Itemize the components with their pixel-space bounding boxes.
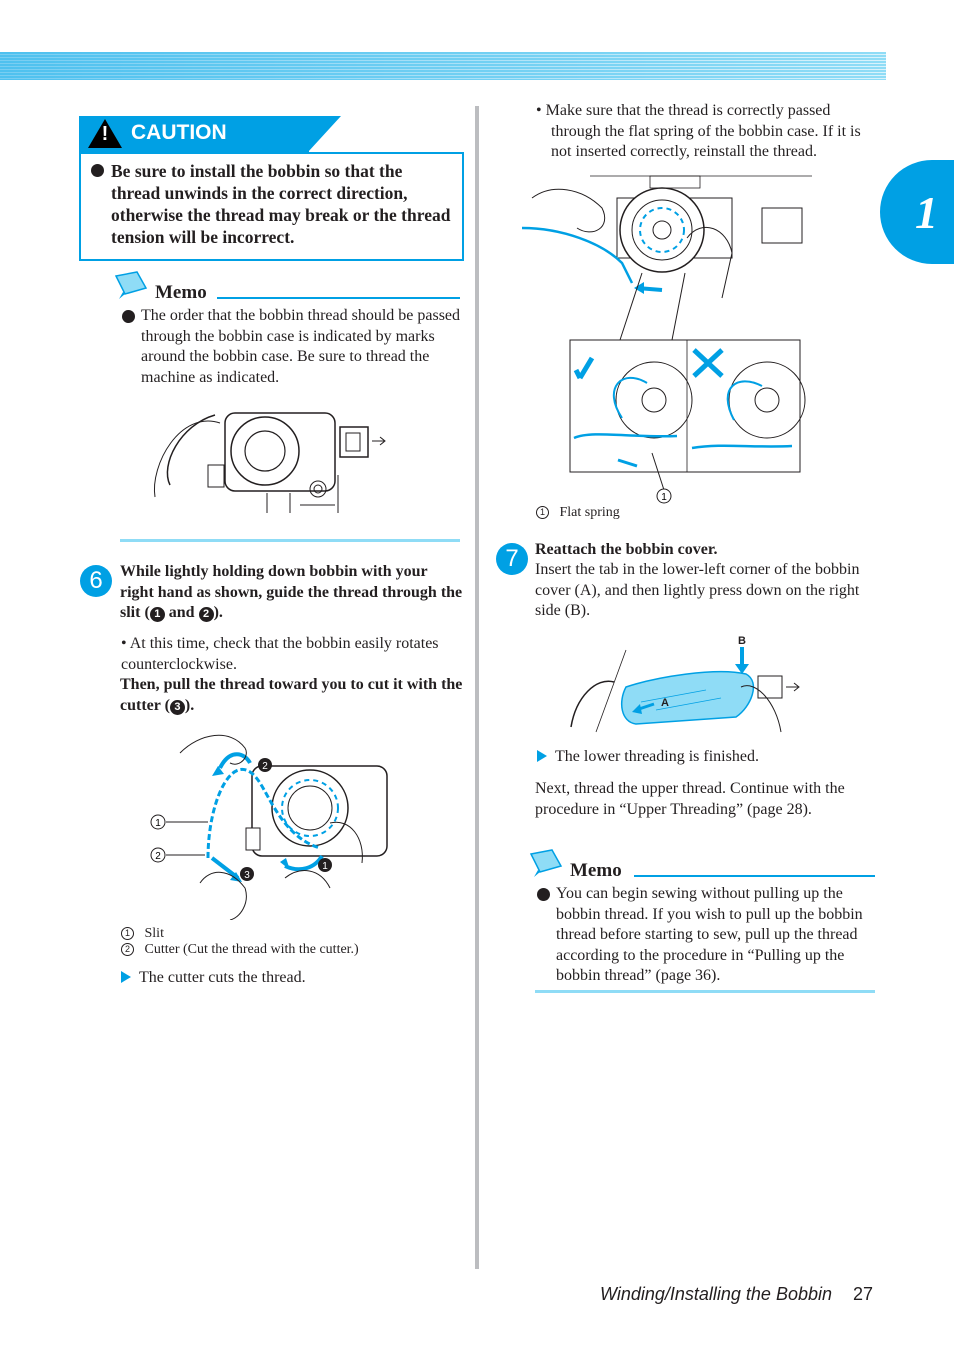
figure-label: 1 bbox=[322, 861, 328, 872]
step-instruction: While lightly holding down bobbin with y… bbox=[120, 563, 463, 622]
next-step-text: Next, thread the upper thread. Continue … bbox=[535, 780, 845, 818]
page-number: 27 bbox=[853, 1284, 874, 1304]
step-number: 6 bbox=[80, 565, 112, 597]
step-number: 7 bbox=[496, 543, 528, 575]
step-result: The cutter cuts the thread. bbox=[121, 968, 306, 989]
figure-label-b: B bbox=[738, 635, 746, 647]
caution-text: Be sure to install the bobbin so that th… bbox=[111, 161, 451, 247]
memo-icon bbox=[529, 849, 563, 877]
thread-guide-figure: 1 2 2 1 3 bbox=[150, 734, 388, 920]
memo-rule bbox=[634, 875, 875, 877]
cross-mark-icon bbox=[692, 348, 724, 378]
caution-header: ! CAUTION bbox=[79, 116, 341, 152]
flat-spring-note: • Make sure that the thread is correctly… bbox=[536, 102, 861, 160]
memo-icon bbox=[114, 271, 148, 299]
figure-label: 1 bbox=[661, 492, 667, 503]
caution-box bbox=[79, 152, 464, 261]
bullet-icon bbox=[122, 310, 135, 323]
bullet-icon bbox=[537, 888, 550, 901]
figure-label: 2 bbox=[155, 851, 161, 862]
figure-label: 2 bbox=[262, 761, 268, 772]
caption-cutter: 2 Cutter (Cut the thread with the cutter… bbox=[121, 942, 359, 958]
check-mark-icon bbox=[573, 356, 595, 380]
memo-bottom-rule bbox=[535, 990, 875, 993]
bobbin-cover-figure: B A bbox=[570, 635, 800, 733]
step-text: Insert the tab in the lower-left corner … bbox=[535, 561, 860, 619]
flat-spring-figure: 1 bbox=[522, 175, 812, 504]
footer-title: Winding/Installing the Bobbin bbox=[600, 1284, 832, 1304]
step-instruction-2: Then, pull the thread toward you to cut … bbox=[120, 676, 463, 715]
warning-triangle-icon bbox=[88, 119, 122, 148]
step-note: • At this time, check that the bobbin ea… bbox=[121, 635, 439, 673]
memo-rule bbox=[217, 297, 460, 299]
bullet-icon bbox=[91, 164, 104, 177]
memo-text: The order that the bobbin thread should … bbox=[141, 307, 461, 386]
figure-label: 1 bbox=[155, 818, 161, 829]
memo-bottom-rule bbox=[120, 539, 460, 542]
chapter-tab bbox=[880, 160, 954, 264]
caution-label: CAUTION bbox=[131, 121, 227, 144]
caption-slit: 1 Slit bbox=[121, 926, 164, 942]
chapter-number: 1 bbox=[915, 187, 938, 238]
result-arrow-icon bbox=[121, 971, 131, 983]
memo-text: You can begin sewing without pulling up … bbox=[556, 885, 863, 984]
header-band bbox=[0, 52, 886, 80]
memo-title: Memo bbox=[155, 282, 207, 303]
step-title: Reattach the bobbin cover. bbox=[535, 541, 718, 558]
column-divider bbox=[475, 106, 479, 1269]
figure-label-a: A bbox=[661, 697, 669, 709]
caption-flat-spring: 1 Flat spring bbox=[536, 505, 620, 521]
step-result: The lower threading is finished. bbox=[537, 747, 759, 768]
bobbin-case-figure bbox=[153, 412, 386, 513]
memo-title: Memo bbox=[570, 860, 622, 881]
result-arrow-icon bbox=[537, 750, 547, 762]
figure-label: 3 bbox=[244, 870, 250, 881]
